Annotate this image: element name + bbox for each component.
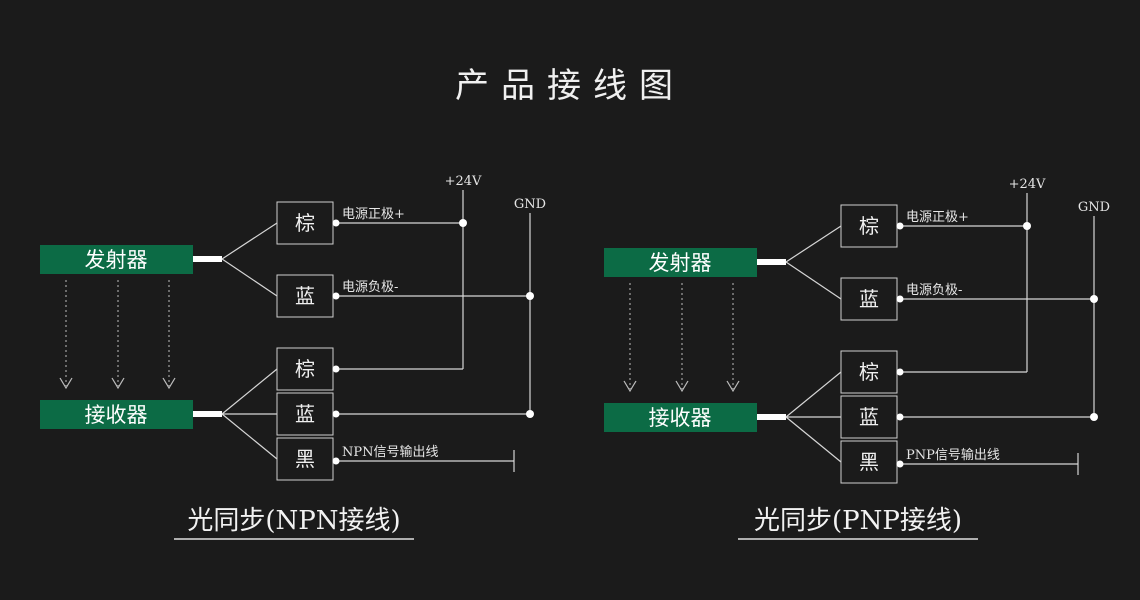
wire-color-label: 黑 (295, 447, 315, 471)
caption-npn: 光同步(NPN接线) (187, 506, 400, 536)
v24-label: +24V (1009, 177, 1046, 192)
v24-label: +24V (445, 174, 482, 189)
receiver-cable (193, 411, 222, 417)
wire-color-label: 蓝 (295, 284, 315, 308)
label-negative: 电源负极- (906, 283, 962, 298)
page-title: 产品接线图 (455, 66, 685, 106)
label-positive: 电源正极+ (342, 207, 405, 222)
emitter-block (40, 245, 193, 274)
receiver-label: 接收器 (649, 406, 712, 430)
receiver-cable (757, 414, 786, 420)
receiver-block (40, 400, 193, 429)
npn-diagram: 发射器 接收器 棕 蓝 棕 蓝 黑 +24V (40, 174, 546, 540)
wire-box-black-receiver (276, 437, 334, 481)
wire-color-label: 棕 (295, 357, 315, 381)
receiver-label: 接收器 (85, 403, 148, 427)
label-signal: PNP信号输出线 (906, 447, 1000, 463)
light-beams (59, 280, 176, 390)
wire-box-black-receiver (840, 440, 898, 484)
label-negative: 电源负极- (342, 280, 398, 295)
emitter-label: 发射器 (649, 251, 712, 275)
wire-color-label: 棕 (859, 360, 879, 384)
caption-pnp: 光同步(PNP接线) (754, 506, 962, 536)
emitter-label: 发射器 (85, 248, 148, 272)
gnd-label: GND (1078, 200, 1110, 215)
emitter-cable (757, 259, 786, 265)
gnd-label: GND (514, 197, 546, 212)
emitter-cable (193, 256, 222, 262)
receiver-block (604, 403, 757, 432)
pnp-diagram: 发射器 接收器 棕 蓝 棕 蓝 黑 +24V GND (604, 177, 1110, 540)
emitter-block (604, 248, 757, 277)
wire-color-label: 蓝 (859, 405, 879, 429)
light-beams (623, 283, 740, 393)
wire-color-label: 棕 (859, 214, 879, 238)
wire-color-label: 棕 (295, 211, 315, 235)
label-signal: NPN信号输出线 (342, 444, 439, 460)
wire-color-label: 黑 (859, 450, 879, 474)
wire-color-label: 蓝 (295, 402, 315, 426)
wire-color-label: 蓝 (859, 287, 879, 311)
label-positive: 电源正极+ (906, 210, 969, 225)
